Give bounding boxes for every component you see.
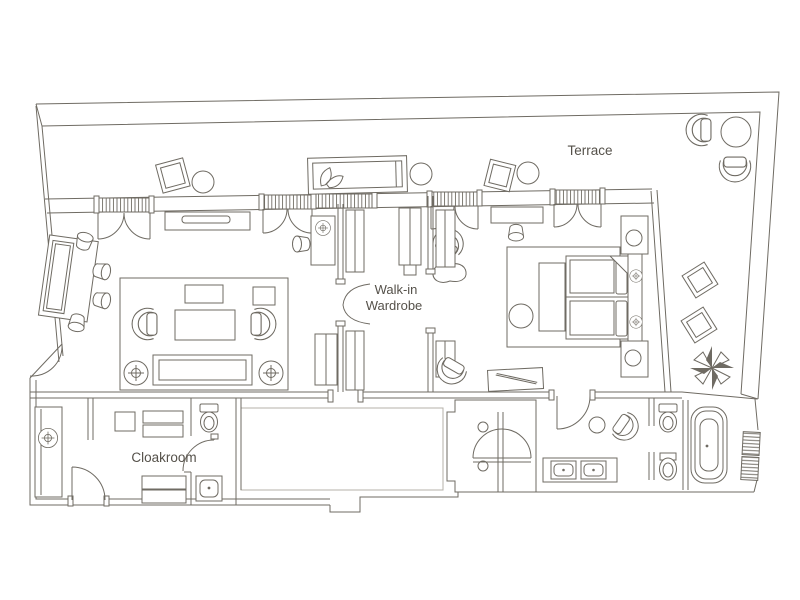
window bbox=[262, 194, 313, 210]
bathroom bbox=[446, 395, 761, 493]
outdoor-armchair bbox=[685, 113, 712, 147]
cloakroom-shelf bbox=[141, 489, 187, 504]
armchair bbox=[250, 307, 277, 341]
hall bbox=[34, 398, 94, 498]
shower-room bbox=[446, 399, 537, 493]
towel-radiator bbox=[740, 431, 761, 481]
bidet bbox=[659, 452, 677, 481]
terrace-label: Terrace bbox=[567, 143, 612, 158]
armchair bbox=[131, 307, 158, 341]
closet bbox=[435, 209, 456, 268]
floor-lamp-icon bbox=[123, 360, 149, 386]
luggage-rack bbox=[486, 367, 545, 392]
terrace-round-table bbox=[720, 116, 752, 148]
cloakroom-shelf bbox=[142, 410, 184, 424]
window bbox=[97, 197, 151, 213]
interior-main-wall bbox=[30, 389, 758, 403]
living-rug bbox=[119, 277, 289, 391]
console-table bbox=[164, 211, 251, 231]
closet bbox=[345, 209, 365, 273]
wc-partitions bbox=[648, 398, 655, 480]
headboard bbox=[627, 252, 643, 343]
hall-door-arc bbox=[71, 466, 106, 501]
lamp-icon bbox=[38, 427, 58, 449]
terrace-side-table bbox=[681, 261, 719, 299]
desk bbox=[292, 215, 336, 266]
turned-sheet bbox=[608, 255, 629, 276]
cloakroom-shelf bbox=[142, 424, 184, 438]
pillow bbox=[615, 300, 628, 337]
outdoor-armchair bbox=[718, 156, 752, 183]
terrace-stool bbox=[516, 161, 540, 185]
bedroom-console bbox=[490, 206, 544, 242]
cloakroom-shelf bbox=[141, 475, 187, 490]
bathtub bbox=[690, 406, 728, 484]
terrace-stool bbox=[409, 162, 433, 186]
cloakroom bbox=[114, 398, 242, 505]
cloakroom-box bbox=[114, 411, 136, 432]
bedroom bbox=[431, 189, 672, 393]
double-vanity bbox=[542, 457, 618, 483]
facade-wall bbox=[44, 187, 655, 240]
sun-lounger bbox=[307, 155, 408, 195]
floor-lamp-icon bbox=[258, 360, 284, 386]
terrace-side-table bbox=[483, 158, 517, 193]
nightstand bbox=[620, 215, 649, 255]
living-room bbox=[37, 211, 469, 391]
reading-lamp-icon bbox=[629, 315, 643, 329]
window bbox=[430, 191, 479, 207]
wc-toilet bbox=[199, 403, 219, 433]
tub-room-wall bbox=[682, 400, 689, 490]
window bbox=[553, 189, 602, 205]
cloakroom-label: Cloakroom bbox=[131, 450, 196, 465]
wardrobe-door-arcs bbox=[342, 283, 371, 325]
window-jambs bbox=[93, 187, 606, 214]
entry-door-arc bbox=[29, 343, 63, 377]
stool bbox=[507, 223, 525, 242]
side-table bbox=[252, 286, 276, 306]
walk-in-wardrobe-label-line2: Wardrobe bbox=[366, 298, 423, 313]
double-bed bbox=[565, 252, 643, 343]
leaf-icon bbox=[325, 175, 344, 189]
closet bbox=[398, 207, 422, 276]
bedroom-east-wall bbox=[650, 189, 672, 393]
bath-stool bbox=[588, 416, 606, 434]
sofa bbox=[152, 354, 253, 386]
terrace-stool bbox=[191, 170, 215, 194]
vestibule-walls bbox=[240, 407, 444, 491]
dining-area bbox=[37, 230, 113, 334]
washbasin bbox=[195, 475, 223, 502]
side-table bbox=[184, 284, 224, 304]
desk-chair bbox=[292, 235, 311, 253]
walk-in-wardrobe-label-line1: Walk-in bbox=[375, 282, 418, 297]
dining-chair bbox=[91, 290, 113, 311]
terrace-furniture bbox=[154, 113, 752, 390]
bed-bench bbox=[538, 262, 566, 332]
closet bbox=[345, 330, 365, 391]
bath-armchair bbox=[608, 409, 645, 447]
bathroom-door-arc bbox=[556, 395, 591, 430]
bookcase bbox=[314, 333, 338, 386]
bathroom-toilet bbox=[658, 403, 678, 433]
hall-cabinet bbox=[34, 406, 63, 498]
nightstand bbox=[620, 340, 649, 378]
window bbox=[314, 193, 374, 209]
star-plant-icon bbox=[690, 346, 734, 390]
desk-lamp-icon bbox=[315, 220, 331, 236]
terrace-side-table bbox=[680, 306, 718, 344]
terrace-side-table bbox=[154, 157, 191, 194]
pouf bbox=[508, 303, 534, 329]
reading-lamp-icon bbox=[629, 269, 643, 283]
coffee-table bbox=[174, 309, 236, 341]
